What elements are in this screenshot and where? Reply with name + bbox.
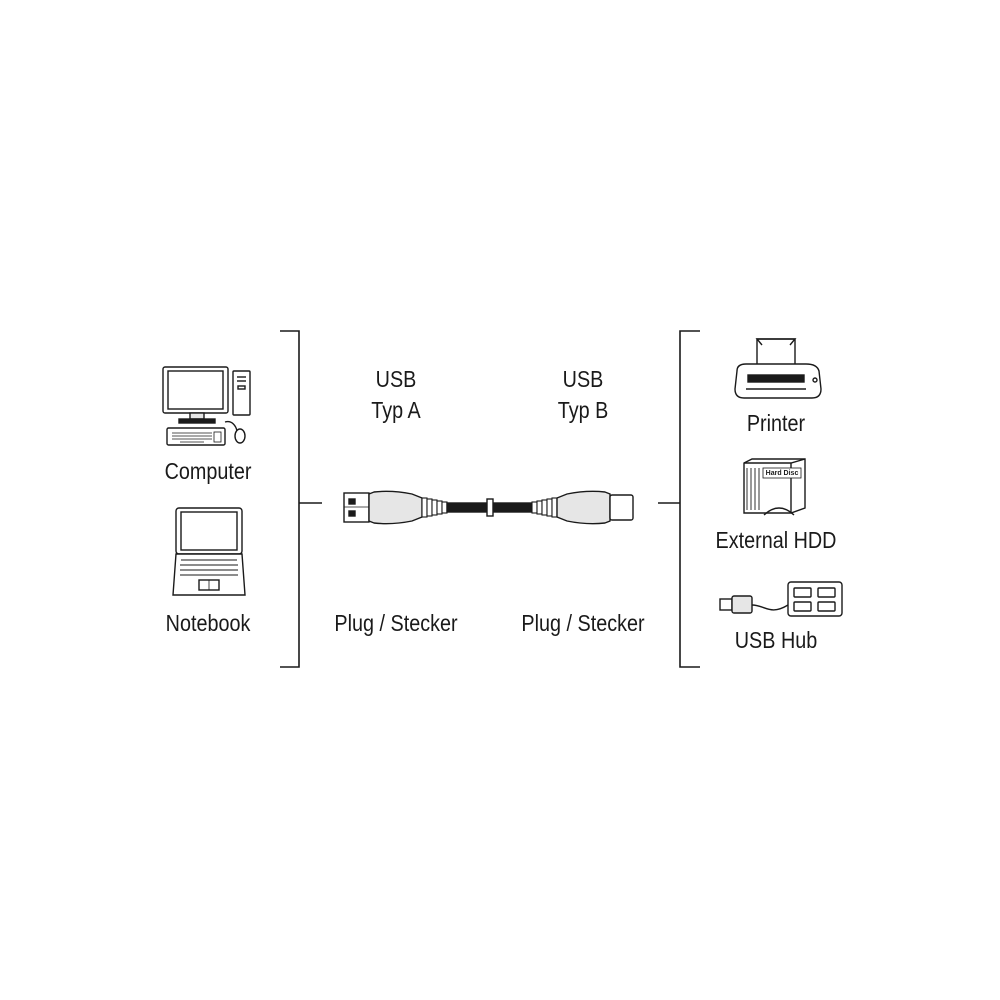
usb-hub-icon	[719, 581, 843, 617]
notebook-label: Notebook	[165, 610, 251, 636]
usb-hub-label: USB Hub	[734, 627, 818, 653]
usb-type-b-title-line1: USB	[562, 366, 604, 392]
left-bracket	[280, 330, 322, 668]
notebook-icon	[172, 507, 246, 596]
external-hdd-label: External HDD	[715, 527, 837, 553]
usb-type-a-title-line1: USB	[375, 366, 417, 392]
hard-drive-icon	[743, 458, 806, 516]
hdd-badge-text: Hard Disc	[765, 470, 799, 477]
usb-type-a-plug-label: Plug / Stecker	[334, 610, 458, 636]
usb-type-a-title-line2: Typ A	[371, 397, 421, 423]
usb-type-a-plug	[343, 490, 448, 525]
usb-type-b-plug-label: Plug / Stecker	[521, 610, 645, 636]
computer-label: Computer	[164, 458, 252, 484]
printer-icon	[734, 338, 822, 399]
right-bracket	[658, 330, 700, 668]
usb-cable	[343, 490, 634, 525]
computer-icon	[162, 366, 251, 446]
usb-type-b-plug	[531, 490, 634, 525]
usb-type-b-title-line2: Typ B	[557, 397, 609, 423]
printer-label: Printer	[746, 410, 806, 436]
